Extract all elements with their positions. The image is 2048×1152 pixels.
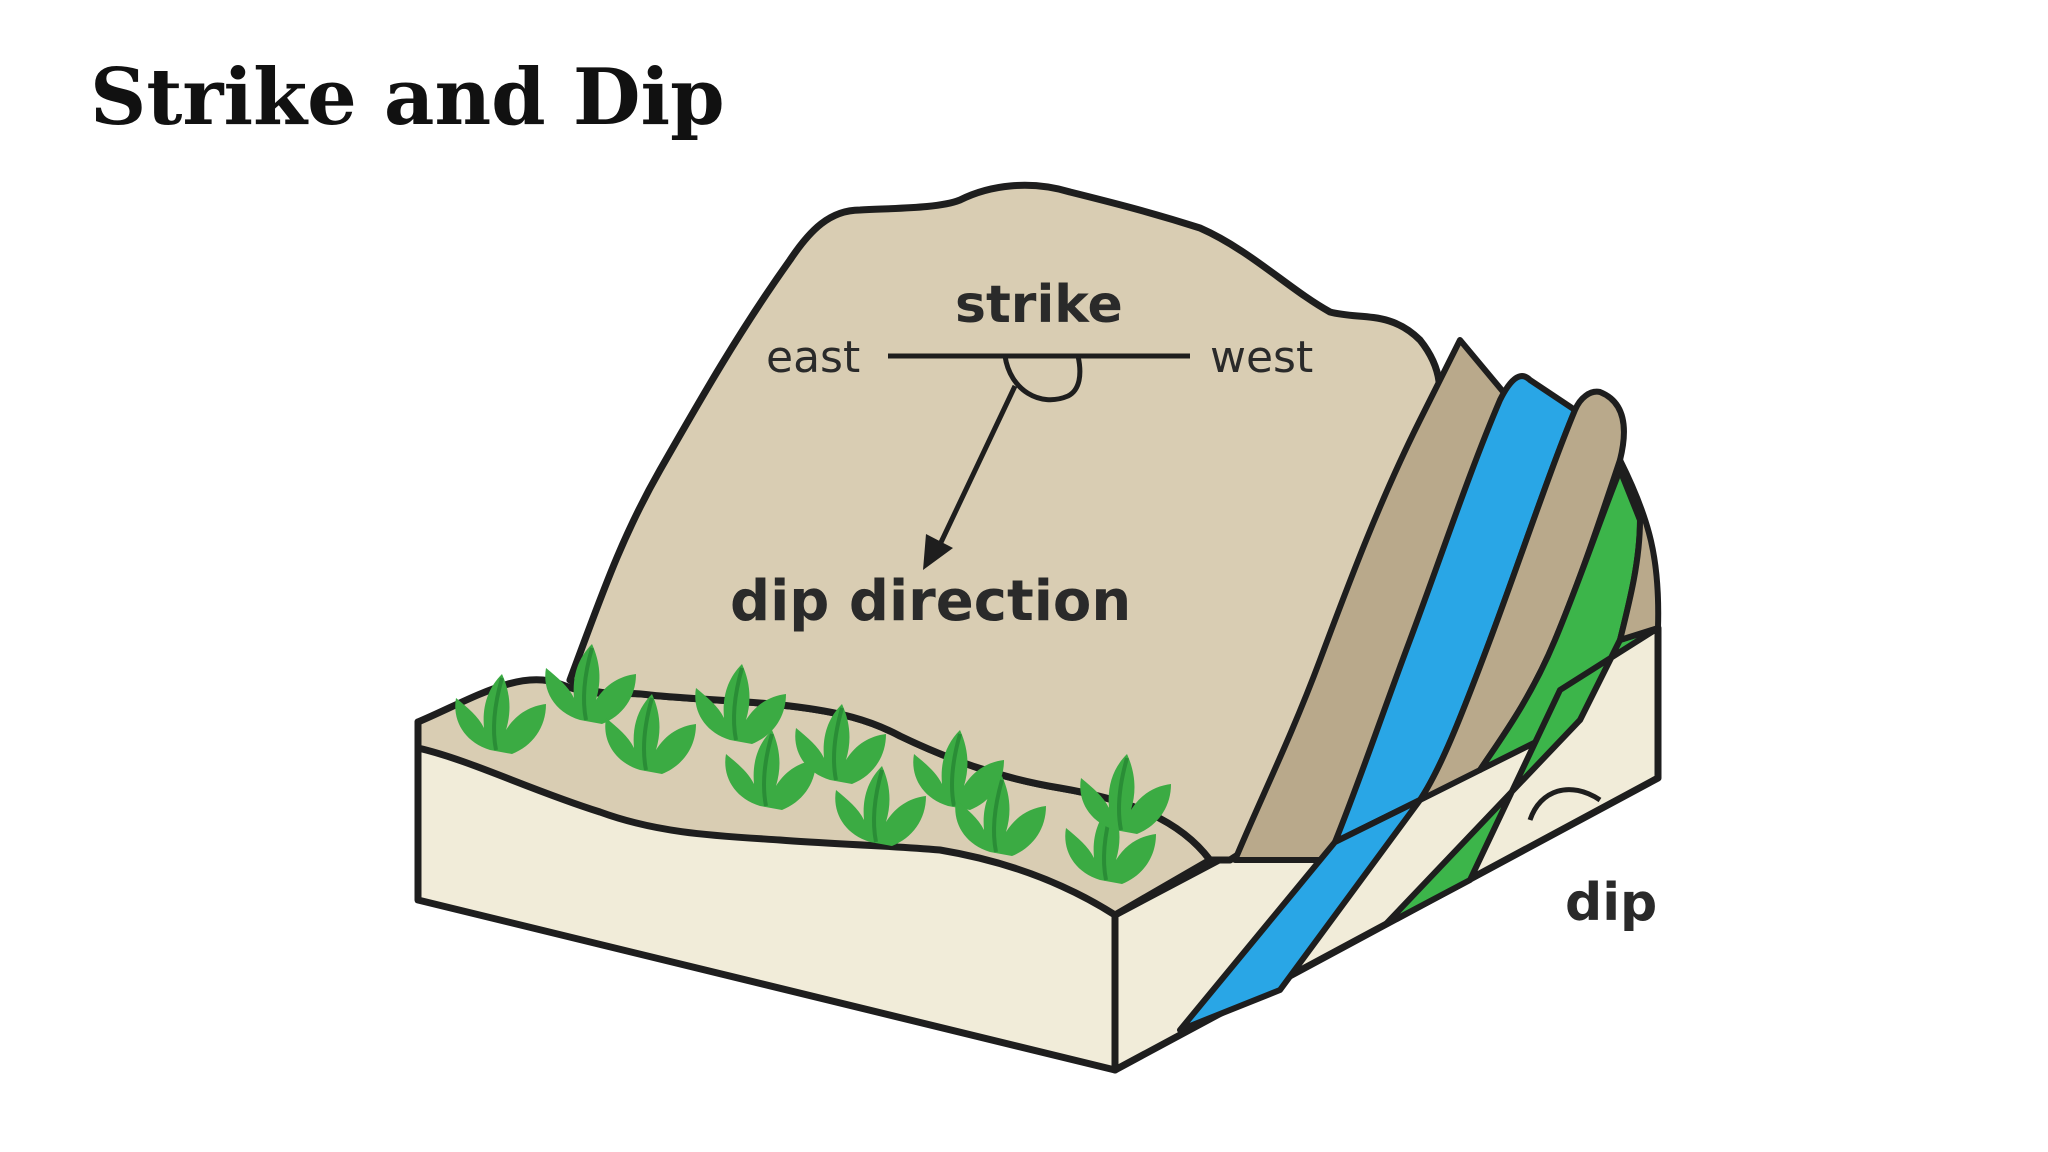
rock-far-edge [1617, 457, 1662, 643]
dip-direction-label: dip direction [730, 569, 1131, 634]
dip-label: dip [1565, 873, 1657, 933]
strike-angle-symbol [1002, 355, 1083, 403]
page-title: Strike and Dip [90, 52, 725, 143]
dip-direction-arrow [932, 384, 1018, 557]
east-label: east [766, 332, 860, 383]
arrow-head [923, 534, 953, 570]
west-label: west [1210, 332, 1313, 383]
rock-top-surface [566, 181, 1444, 864]
dip-angle-arc [1527, 787, 1602, 821]
strike-label: strike [955, 275, 1123, 335]
blue-layer-front [1177, 797, 1423, 1033]
